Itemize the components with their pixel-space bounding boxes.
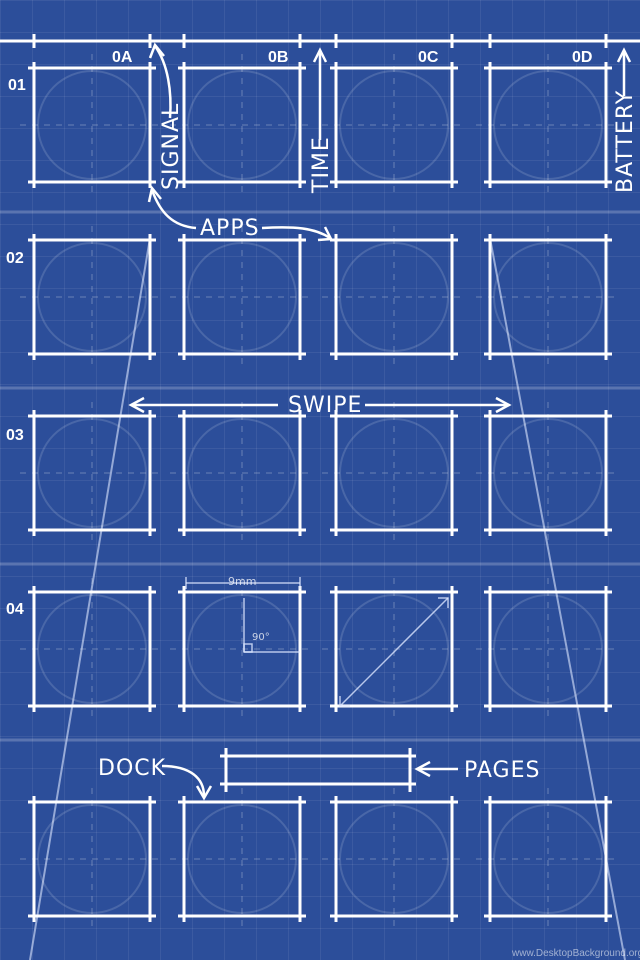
watermark-text: www.DesktopBackground.org — [511, 948, 640, 959]
dock-arrow-icon — [161, 764, 206, 797]
column-label-0d: 0D — [572, 49, 592, 66]
app-icon-r1-c1[interactable] — [20, 54, 164, 196]
angle-label: 90° — [252, 632, 270, 643]
app-icon-r2-c4[interactable] — [476, 226, 620, 368]
time-label: TIME — [309, 136, 334, 194]
page-indicator — [220, 748, 416, 792]
pages-label: PAGES — [464, 758, 540, 783]
row-label-01: 01 — [8, 77, 26, 94]
signal-arrow-icon — [153, 45, 172, 119]
app-icon-r1-c4[interactable] — [476, 54, 620, 196]
dock-label: DOCK — [98, 756, 166, 781]
top-ruler — [0, 34, 640, 48]
row-separators — [0, 210, 640, 742]
app-icon-r2-c1[interactable] — [20, 226, 164, 368]
dock-icon-2[interactable] — [170, 788, 314, 930]
signal-label: SIGNAL — [159, 103, 184, 190]
apps-arrow-right-icon — [261, 226, 331, 240]
app-icon-r3-c2[interactable] — [170, 402, 314, 544]
app-icon-r4-c2[interactable] — [170, 578, 314, 720]
perspective-lines — [29, 237, 626, 960]
diagonal-dimension-icon — [339, 597, 449, 707]
app-icon-r2-c2[interactable] — [170, 226, 314, 368]
app-icon-r3-c3[interactable] — [322, 402, 466, 544]
column-label-0a: 0A — [112, 49, 133, 66]
width-dimension-label: 9mm — [228, 575, 256, 588]
column-label-0c: 0C — [418, 49, 439, 66]
app-icon-r2-c3[interactable] — [322, 226, 466, 368]
app-icon-r4-c4[interactable] — [476, 578, 620, 720]
row-label-03: 03 — [6, 427, 24, 444]
apps-label: APPS — [200, 216, 260, 241]
app-icon-r4-c1[interactable] — [20, 578, 164, 720]
dock-icon-3[interactable] — [322, 788, 466, 930]
battery-label: BATTERY — [613, 90, 638, 193]
width-dimension — [185, 577, 301, 589]
app-icon-r3-c1[interactable] — [20, 402, 164, 544]
app-icon-r1-c2[interactable] — [170, 54, 314, 196]
apps-arrow-left-icon — [150, 189, 197, 230]
app-icon-r4-c3[interactable] — [322, 578, 466, 720]
angle-marker — [243, 598, 300, 653]
app-icon-grid — [20, 54, 620, 930]
dock-icon-1[interactable] — [20, 788, 164, 930]
row-label-02: 02 — [6, 250, 24, 267]
swipe-label: SWIPE — [288, 393, 362, 418]
dock-icon-4[interactable] — [476, 788, 620, 930]
column-label-0b: 0B — [268, 49, 288, 66]
row-label-04: 04 — [6, 601, 24, 618]
app-icon-r1-c3[interactable] — [322, 54, 466, 196]
app-icon-r3-c4[interactable] — [476, 402, 620, 544]
